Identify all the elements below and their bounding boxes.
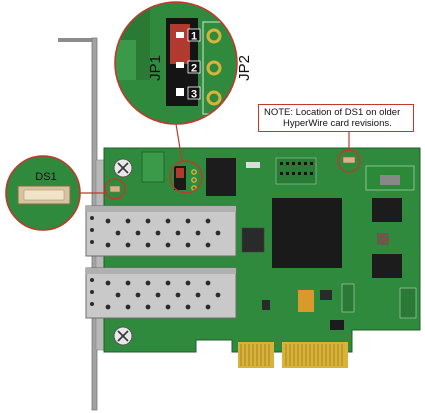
- pin-1-label: 1: [191, 31, 197, 43]
- sfp-cage-bottom: [85, 267, 237, 319]
- ds1-led-old-location: [342, 156, 356, 164]
- screw-bottom-icon: [113, 326, 133, 346]
- jp1-magnified-callout: 1 2 3 JP1 JP2: [114, 1, 253, 125]
- note-line-2: HyperWire card revisions.: [283, 118, 392, 129]
- screw-top-icon: [113, 158, 133, 178]
- note-line-1: NOTE: Location of DS1 on older: [264, 107, 401, 118]
- jp1-board-highlight-circle: [169, 160, 203, 194]
- jp1-label: JP1: [147, 55, 164, 81]
- ds1-board-highlight-circle: [104, 178, 126, 200]
- ds1-label: DS1: [35, 171, 56, 183]
- gold-edge-connector: [238, 342, 348, 368]
- sfp-cage-top: [85, 205, 237, 257]
- board-components: [141, 151, 417, 330]
- ds1-led-on-board: [109, 185, 121, 193]
- note-callout-box: NOTE: Location of DS1 on older HyperWire…: [258, 104, 414, 132]
- jp1-jumper-on-board: [174, 166, 197, 191]
- pin-2-label: 2: [191, 63, 197, 75]
- jp2-label: JP2: [236, 55, 253, 81]
- ds1-magnified-callout: DS1: [5, 155, 81, 231]
- jp1-callout-line: [175, 123, 183, 162]
- pin-3-label: 3: [191, 89, 197, 101]
